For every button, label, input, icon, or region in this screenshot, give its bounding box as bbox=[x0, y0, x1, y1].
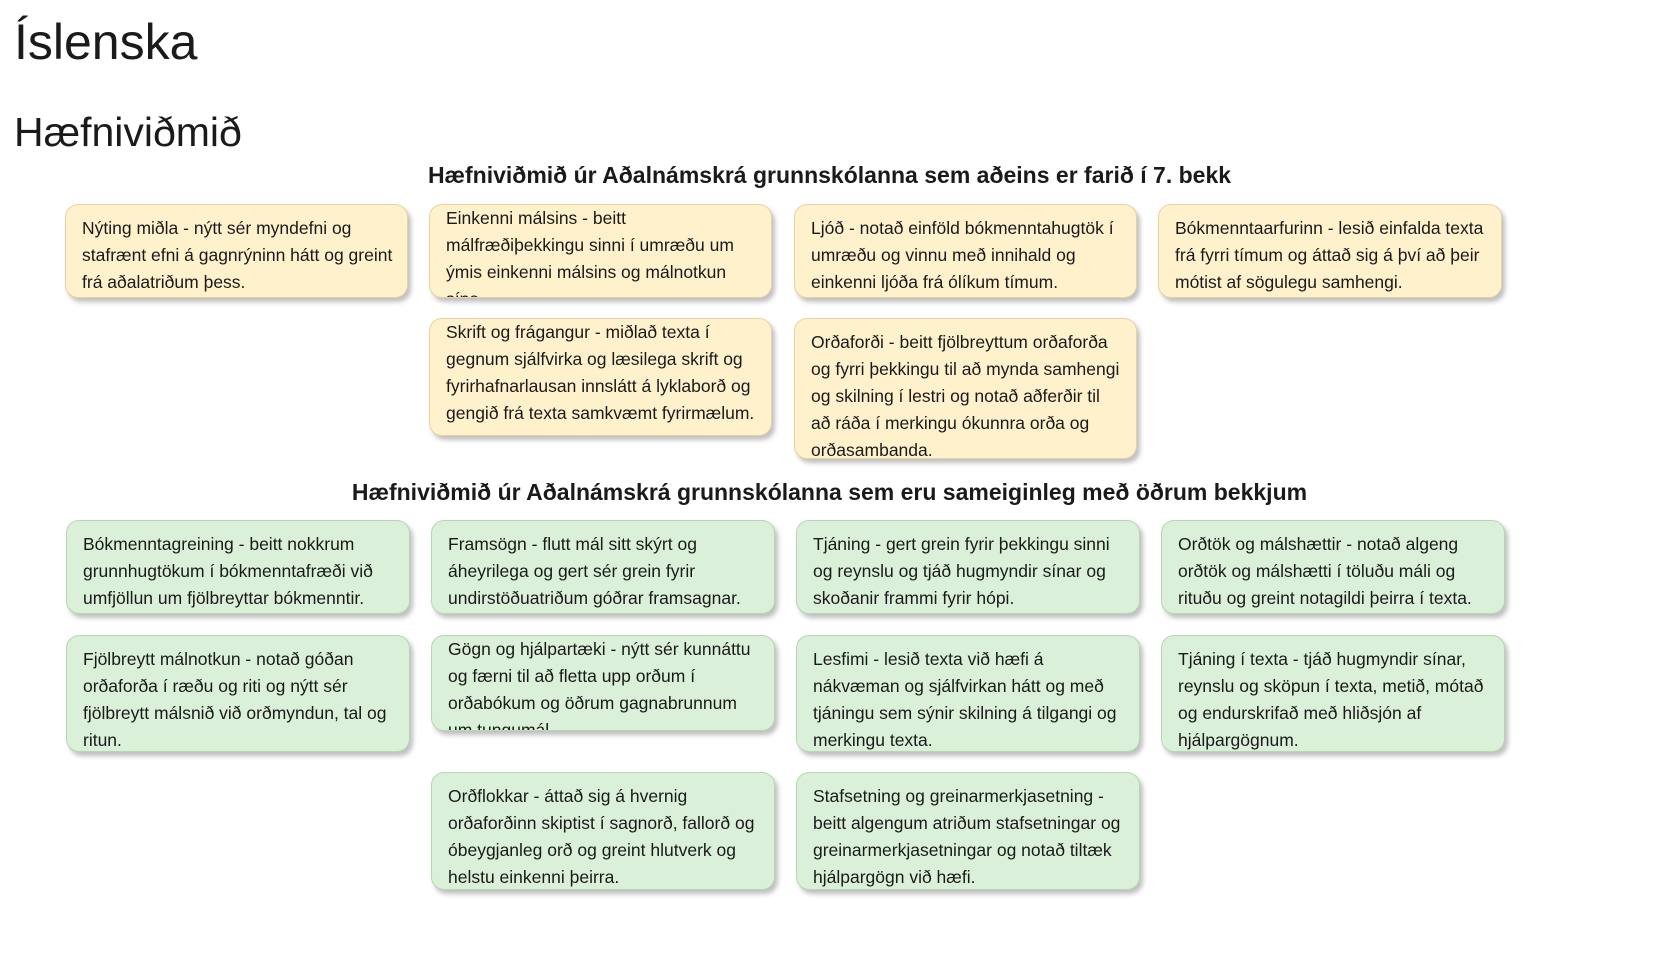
objective-card: Ljóð - notað einföld bókmenntahugtök í u… bbox=[794, 204, 1137, 298]
section-heading-shared: Hæfniviðmið úr Aðalnámskrá grunnskólanna… bbox=[351, 479, 1308, 505]
objective-card: Nýting miðla - nýtt sér myndefni og staf… bbox=[65, 204, 408, 298]
objective-card: Skrift og frágangur - miðlað texta í geg… bbox=[429, 318, 772, 436]
objective-card: Lesfimi - lesið texta við hæfi á nákvæma… bbox=[796, 635, 1140, 752]
objective-card: Orðaforði - beitt fjölbreyttum orðaforða… bbox=[794, 318, 1137, 459]
section-heading-7th-grade: Hæfniviðmið úr Aðalnámskrá grunnskólanna… bbox=[427, 162, 1232, 188]
objective-card: Bókmenntagreining - beitt nokkrum grunnh… bbox=[66, 520, 410, 614]
page-title: Íslenska bbox=[14, 14, 198, 70]
objective-card: Stafsetning og greinarmerkjasetning - be… bbox=[796, 772, 1140, 890]
objective-card: Bókmenntaarfurinn - lesið einfalda texta… bbox=[1158, 204, 1502, 298]
objective-card: Tjáning í texta - tjáð hugmyndir sínar, … bbox=[1161, 635, 1505, 752]
objective-card: Orðtök og málshættir - notað algeng orðt… bbox=[1161, 520, 1505, 614]
objective-card: Tjáning - gert grein fyrir þekkingu sinn… bbox=[796, 520, 1140, 614]
objective-card: Framsögn - flutt mál sitt skýrt og áheyr… bbox=[431, 520, 775, 614]
objective-card: Einkenni málsins - beitt málfræðiþekking… bbox=[429, 204, 772, 298]
objective-card: Gögn og hjálpartæki - nýtt sér kunnáttu … bbox=[431, 635, 775, 731]
objective-card: Fjölbreytt málnotkun - notað góðan orðaf… bbox=[66, 635, 410, 752]
objective-card: Orðflokkar - áttað sig á hvernig orðafor… bbox=[431, 772, 775, 890]
page-subtitle: Hæfniviðmið bbox=[14, 109, 242, 155]
